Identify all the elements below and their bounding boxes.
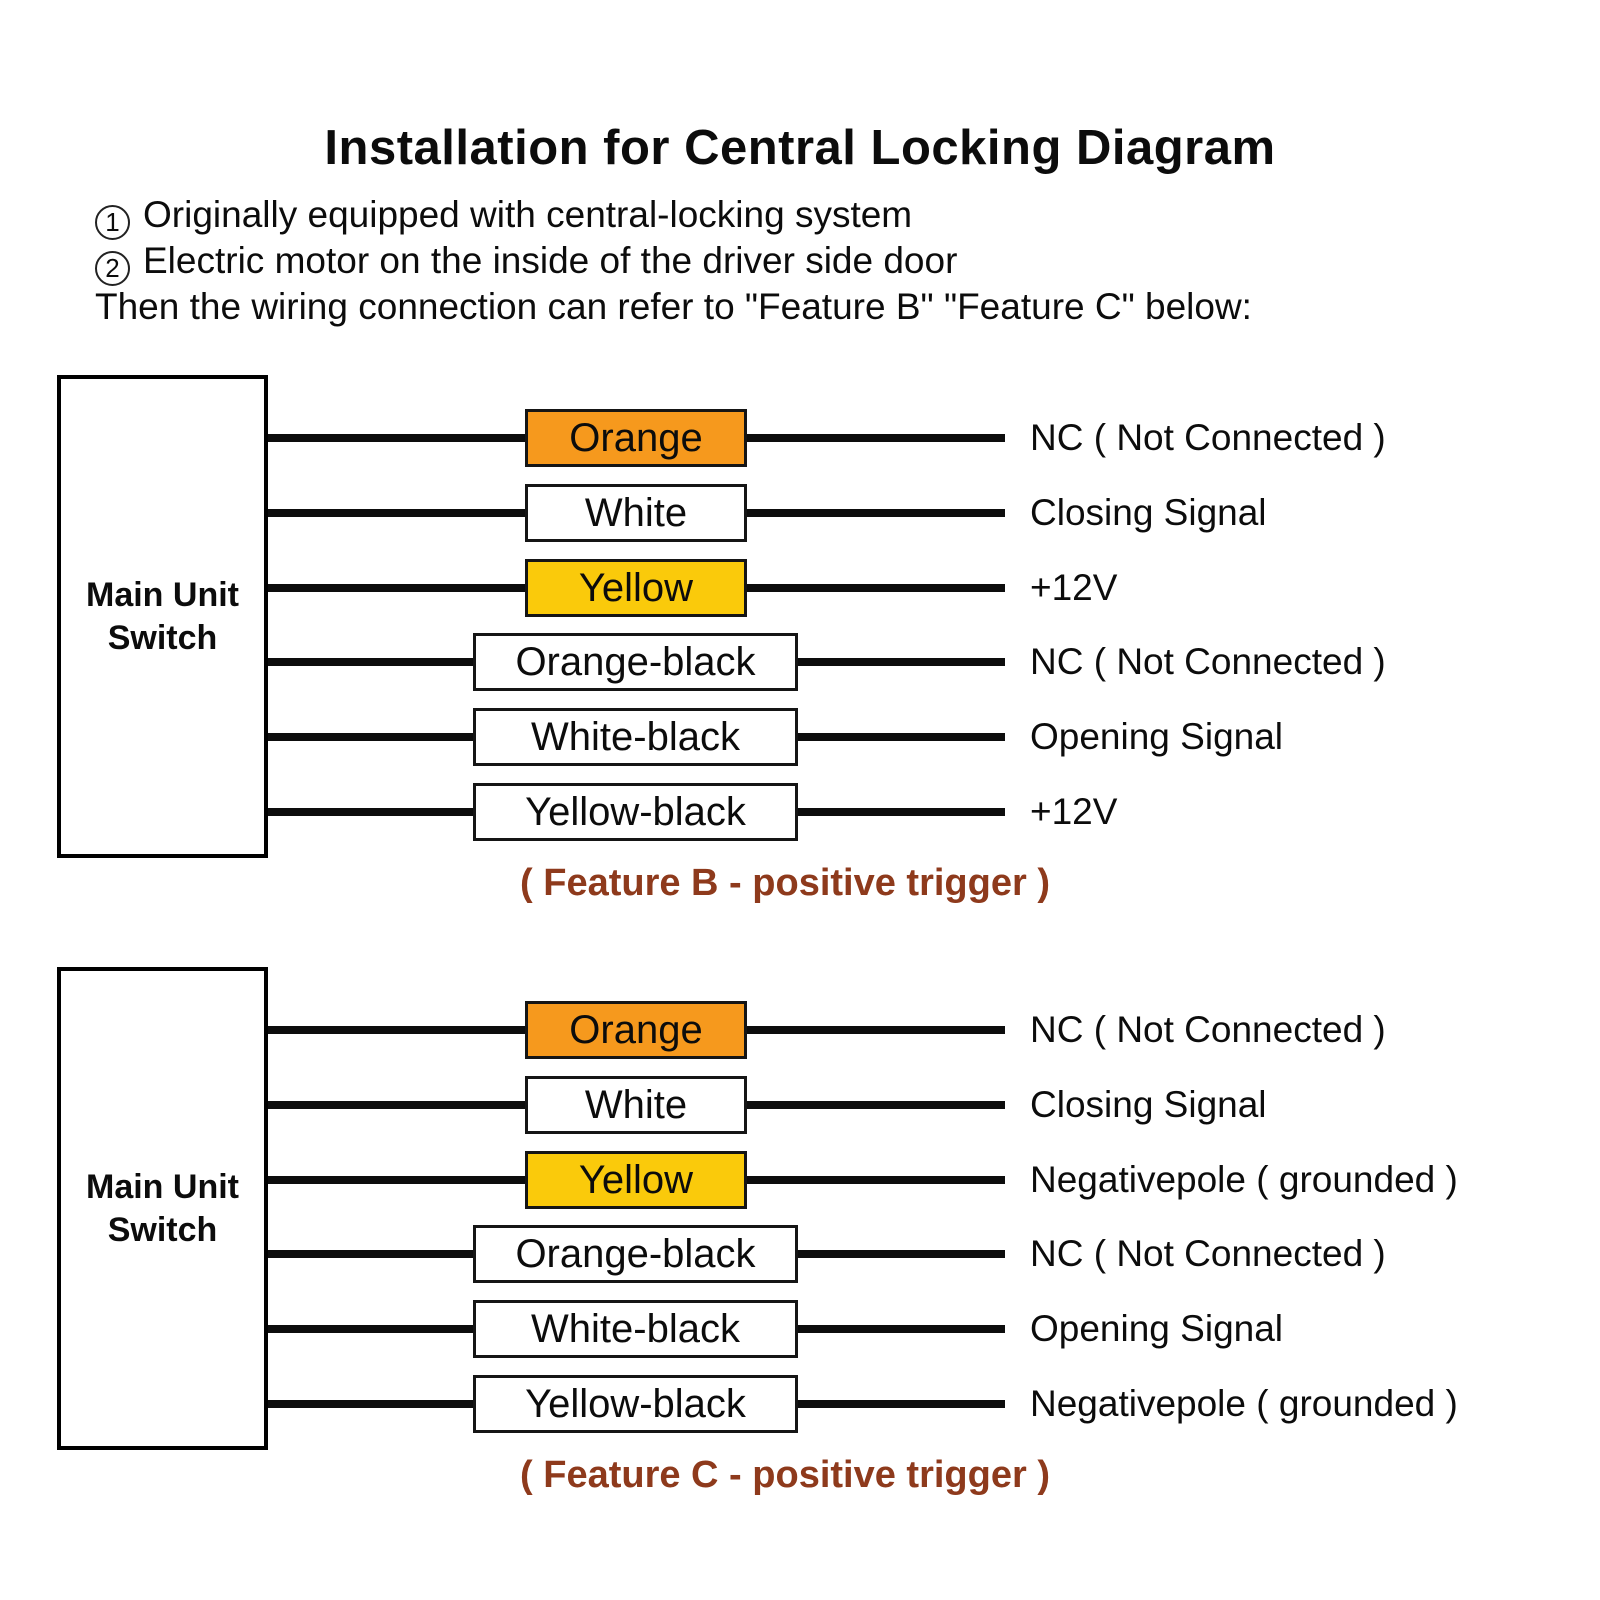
intro-item-1: 1 Originally equipped with central-lockin… bbox=[95, 192, 1555, 240]
wire-color-label: Orange-black bbox=[473, 633, 798, 691]
feature-b-caption: ( Feature B - positive trigger ) bbox=[520, 862, 1050, 904]
wire-color-label: White bbox=[525, 1076, 747, 1134]
page-title: Installation for Central Locking Diagram bbox=[324, 121, 1276, 175]
signal-label: Opening Signal bbox=[1030, 1308, 1284, 1349]
feature-c-caption: ( Feature C - positive trigger ) bbox=[520, 1454, 1050, 1496]
signal-label: Opening Signal bbox=[1030, 716, 1284, 757]
intro-item-1-text: Originally equipped with central-locking… bbox=[143, 194, 913, 235]
intro-note: Then the wiring connection can refer to … bbox=[95, 286, 1252, 327]
wire-color-label: White-black bbox=[473, 708, 798, 766]
wire-color-label: Yellow-black bbox=[473, 1375, 798, 1433]
signal-label: NC ( Not Connected ) bbox=[1030, 1009, 1386, 1050]
wire-color-label: Yellow bbox=[525, 559, 747, 617]
wire-color-label: Yellow-black bbox=[473, 783, 798, 841]
wire-color-label: Orange-black bbox=[473, 1225, 798, 1283]
main-unit-switch-box: Main Unit Switch bbox=[57, 967, 268, 1450]
wire-color-label: Orange bbox=[525, 1001, 747, 1059]
signal-label: +12V bbox=[1030, 791, 1118, 832]
signal-label: Negativepole ( grounded ) bbox=[1030, 1159, 1458, 1200]
diagram-feature-c: Main Unit Switch Orange NC ( Not Connect… bbox=[0, 967, 1600, 1496]
signal-label: Closing Signal bbox=[1030, 1084, 1267, 1125]
signal-label: NC ( Not Connected ) bbox=[1030, 417, 1386, 458]
circled-number-2-icon: 2 bbox=[95, 251, 130, 286]
wire-color-label: White bbox=[525, 484, 747, 542]
main-unit-switch-label: Main Unit Switch bbox=[86, 575, 239, 657]
diagram-feature-b: Main Unit Switch Orange NC ( Not Connect… bbox=[0, 375, 1600, 904]
signal-label: NC ( Not Connected ) bbox=[1030, 1233, 1386, 1274]
main-unit-switch-label: Main Unit Switch bbox=[86, 1167, 239, 1249]
wire-color-label: Orange bbox=[525, 409, 747, 467]
main-unit-switch-box: Main Unit Switch bbox=[57, 375, 268, 858]
intro-item-2-text: Electric motor on the inside of the driv… bbox=[143, 240, 958, 281]
intro-item-2: 2 Electric motor on the inside of the dri… bbox=[95, 238, 1555, 286]
signal-label: Negativepole ( grounded ) bbox=[1030, 1383, 1458, 1424]
signal-label: Closing Signal bbox=[1030, 492, 1267, 533]
signal-label: +12V bbox=[1030, 567, 1118, 608]
wire-color-label: White-black bbox=[473, 1300, 798, 1358]
wire-color-label: Yellow bbox=[525, 1151, 747, 1209]
circled-number-1-icon: 1 bbox=[95, 205, 130, 240]
intro-block: 1 Originally equipped with central-lockin… bbox=[95, 192, 1555, 330]
signal-label: NC ( Not Connected ) bbox=[1030, 641, 1386, 682]
